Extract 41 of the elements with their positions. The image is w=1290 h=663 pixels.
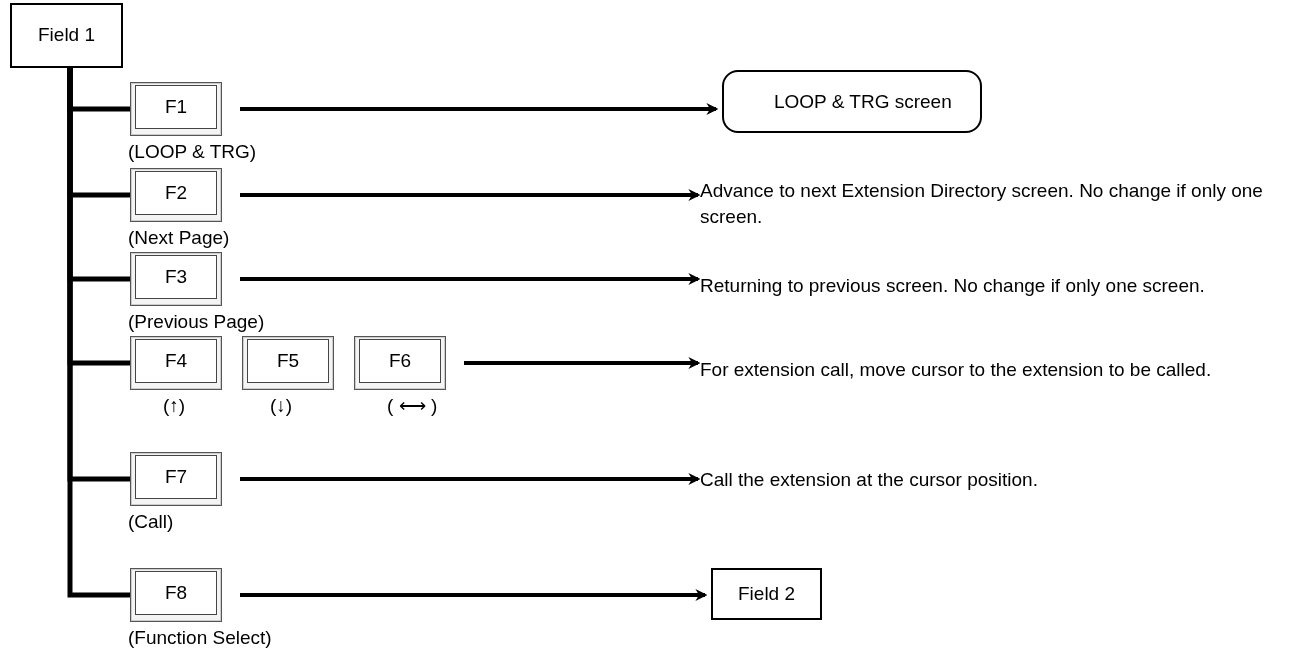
node-label: For extension call, move cursor to the extension to be called. (700, 358, 1212, 383)
function-key (130, 568, 222, 622)
node-label: F5 (276, 348, 300, 373)
function-key (130, 82, 222, 136)
function-key (130, 336, 222, 390)
node-label: F1 (164, 94, 188, 119)
node-label: Field 1 (38, 23, 95, 48)
function-key (354, 336, 446, 390)
node-label: Returning to previous screen. No change if only one screen. (700, 274, 1205, 299)
node-label: F6 (388, 348, 412, 373)
node-label: F3 (164, 264, 188, 289)
field-box (10, 3, 123, 68)
arrow (240, 103, 719, 115)
function-key (242, 336, 334, 390)
key-caption: (LOOP & TRG) (128, 142, 257, 161)
key-caption: (↓) (270, 396, 293, 415)
function-key (130, 252, 222, 306)
screen-box (722, 70, 982, 133)
node-label: F8 (164, 580, 188, 605)
key-caption: (Previous Page) (128, 312, 265, 331)
node-label: F2 (164, 180, 188, 205)
function-key (130, 168, 222, 222)
arrow (240, 189, 701, 201)
node-label: LOOP & TRG screen (774, 89, 952, 114)
key-caption: (↑) (163, 396, 186, 415)
key-caption: (Next Page) (128, 228, 230, 247)
function-key (130, 452, 222, 506)
node-label: Field 2 (738, 581, 795, 606)
arrow (240, 273, 701, 285)
key-caption: (Call) (128, 512, 174, 531)
key-caption: ( ⟷ ) (387, 396, 438, 415)
field-box (711, 568, 822, 620)
arrow (240, 473, 701, 485)
key-caption: (Function Select) (128, 628, 272, 647)
tree-connector (67, 68, 130, 598)
node-label: Call the extension at the cursor position. (700, 468, 1038, 493)
arrow (464, 357, 701, 369)
node-label: F4 (164, 348, 188, 373)
node-label: Advance to next Extension Directory screen. No change if only one screen. (700, 179, 1264, 229)
node-label: F7 (164, 464, 188, 489)
arrow (240, 589, 708, 601)
